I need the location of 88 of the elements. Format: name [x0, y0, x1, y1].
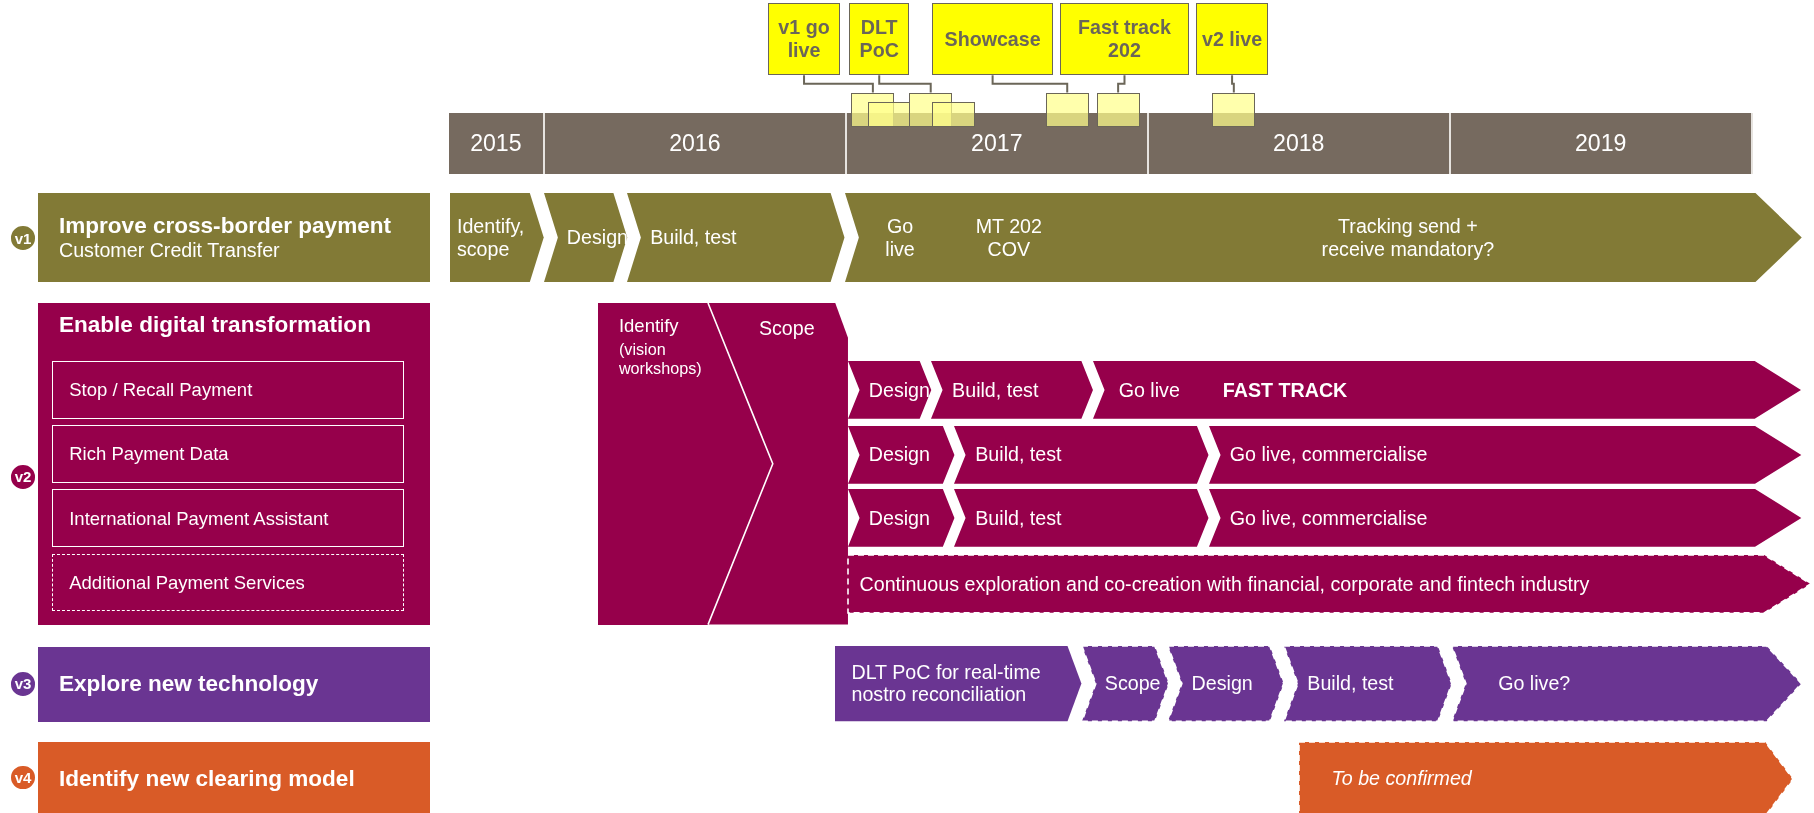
year-label: 2016 — [669, 130, 721, 157]
phase-label: Identify — [618, 314, 679, 336]
stream-title: Enable digital transformation — [59, 312, 371, 339]
stream-header — [38, 193, 431, 283]
year-label: 2019 — [1574, 130, 1627, 157]
stream-title: Identify new clearing model — [59, 765, 355, 792]
milestone-label: v2 live — [1202, 27, 1263, 52]
phase-segment — [1299, 741, 1794, 813]
phase-label: Build, test — [650, 226, 737, 250]
phase-segment — [708, 303, 848, 625]
milestone-label: v1 go live — [777, 15, 831, 63]
phase-label: Build, test — [952, 378, 1039, 402]
milestone-label: Showcase — [944, 27, 1041, 52]
milestone-callout — [1196, 3, 1268, 76]
year-cell — [448, 113, 545, 174]
phase-segment — [848, 425, 955, 484]
phase-label: FAST TRACK — [1222, 378, 1348, 402]
phase-label: Go live — [884, 215, 916, 261]
phase-label: Go live — [1118, 378, 1180, 402]
phase-segment — [1081, 645, 1169, 721]
service-box — [52, 360, 404, 419]
year-cell — [1148, 113, 1451, 174]
phase-label: Tracking send + receive mandatory? — [1320, 215, 1496, 261]
badge-label: v3 — [14, 675, 32, 693]
phase-label: Scope — [758, 316, 815, 340]
service-label: International Payment Assistant — [69, 507, 329, 529]
year-cell — [1450, 113, 1753, 174]
year-cell — [544, 113, 847, 174]
milestone-label: Fast track 202 — [1077, 15, 1172, 63]
badge-label: v4 — [14, 768, 32, 787]
phase-label: (vision workshops) — [618, 340, 703, 378]
phase-segment — [848, 489, 955, 548]
milestone-callout — [849, 3, 910, 76]
phase-label: Design — [566, 226, 629, 250]
badge-label: v2 — [14, 467, 32, 486]
year-label: 2017 — [971, 130, 1023, 157]
phase-label: Design — [868, 506, 930, 530]
phase-label: Design — [1191, 671, 1253, 695]
milestone-marker — [1212, 92, 1256, 128]
service-label: Additional Payment Services — [69, 571, 305, 594]
badge-label: v1 — [14, 229, 32, 247]
leader-line — [991, 74, 1069, 94]
milestone-callout — [1059, 3, 1190, 76]
stream-header — [38, 741, 431, 813]
phase-segment — [598, 303, 708, 625]
phase-segment — [1284, 645, 1452, 721]
milestone-marker — [1096, 92, 1140, 128]
phase-label: Continuous exploration and co-creation with financial, corporate and fintech industry — [859, 572, 1590, 596]
service-box — [52, 425, 404, 483]
milestone-marker — [932, 101, 976, 128]
phase-label: Go live, commercialise — [1229, 443, 1428, 466]
milestone-label: DLT PoC — [858, 15, 900, 63]
phase-label: DLT PoC for real-time nostro reconciliation — [851, 660, 1042, 706]
phase-label: Build, test — [975, 443, 1062, 466]
leader-line — [1117, 74, 1126, 94]
leader-line — [1231, 74, 1235, 94]
phase-label: Scope — [1104, 671, 1161, 695]
leader-line — [878, 74, 932, 94]
service-label: Rich Payment Data — [69, 443, 229, 465]
phase-segment — [1168, 645, 1285, 721]
stream-title: Explore new technology — [59, 671, 319, 698]
milestone-callout — [932, 3, 1053, 76]
phase-segment — [848, 555, 1811, 614]
phase-label: Go live, commercialise — [1229, 506, 1428, 530]
milestone-callout — [768, 3, 840, 76]
leader-line — [803, 74, 874, 94]
year-label: 2015 — [470, 130, 522, 157]
phase-label: To be confirmed — [1331, 767, 1472, 790]
phase-label: MT 202 COV — [974, 215, 1043, 261]
stream-subtitle: Customer Credit Transfer — [59, 239, 281, 262]
service-label: Stop / Recall Payment — [69, 379, 253, 401]
phase-label: Build, test — [1307, 671, 1394, 695]
phase-label: Go live? — [1498, 671, 1571, 695]
service-box — [52, 553, 404, 612]
stream-header — [38, 303, 431, 625]
phase-segment — [543, 193, 627, 283]
milestone-marker — [1045, 92, 1089, 128]
phase-label: Build, test — [975, 506, 1062, 530]
phase-label: Identify, scope — [456, 215, 526, 261]
stream-header — [38, 646, 431, 722]
service-box — [52, 489, 404, 548]
phase-label: Design — [868, 378, 930, 402]
phase-label: Design — [868, 443, 930, 466]
phase-segment — [931, 360, 1094, 419]
phase-segment — [450, 193, 544, 283]
phase-segment — [848, 360, 932, 419]
year-label: 2018 — [1273, 130, 1325, 157]
stream-title: Improve cross-border payment — [59, 213, 392, 240]
